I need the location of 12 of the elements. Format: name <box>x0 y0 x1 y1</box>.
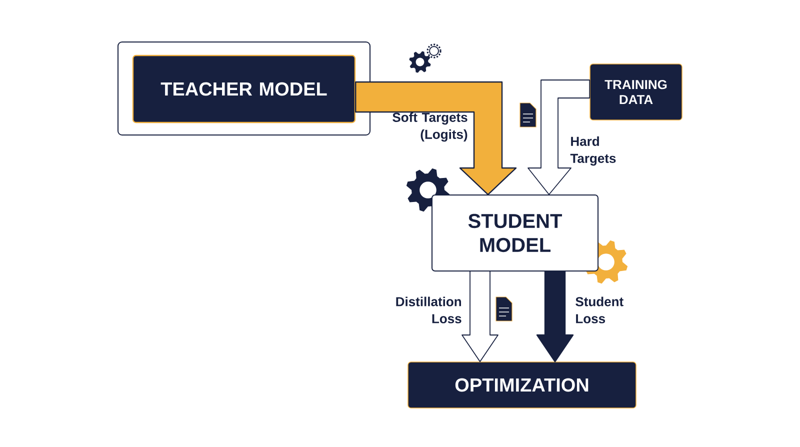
edge-label: Hard Targets <box>570 136 616 166</box>
model-box: STUDENT MODEL <box>432 194 598 272</box>
model-box: TRAINING DATA <box>590 64 682 120</box>
edge-label: Distillation Loss <box>396 296 462 324</box>
edge-label: Soft Targets (Logits) <box>392 112 468 142</box>
edge-label: Student Loss <box>576 296 624 324</box>
block-arrow <box>462 271 498 362</box>
model-box: TEACHER MODEL <box>118 42 370 136</box>
block-arrow <box>528 80 590 195</box>
block-arrow <box>536 270 574 362</box>
block-arrow <box>355 81 517 196</box>
model-box: OPTIMIZATION <box>408 362 636 408</box>
